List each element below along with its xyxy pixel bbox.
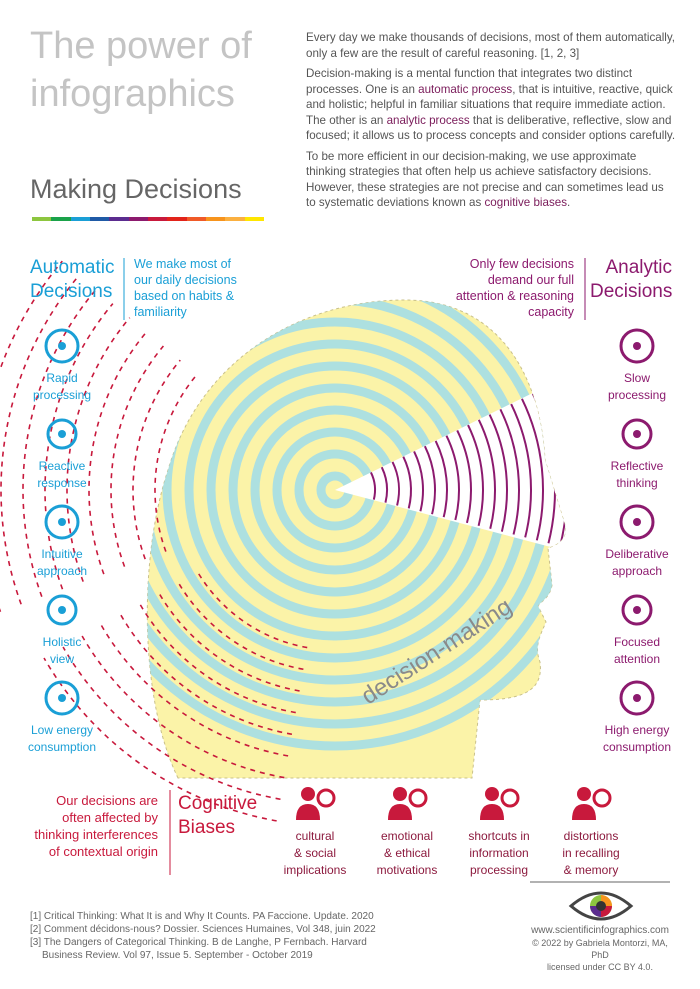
bias-arc (138, 602, 296, 714)
bias-arc (132, 359, 181, 560)
bias-arc (195, 569, 308, 649)
eye-logo-icon (568, 891, 634, 921)
analytic-arc (434, 440, 448, 518)
spiral-ring (147, 300, 566, 729)
analytic-arc (402, 456, 412, 509)
battery-plug-icon (614, 674, 660, 720)
automatic-desc: We make most of our daily decisions base… (134, 257, 237, 319)
analytic-arc (413, 450, 424, 512)
rainbow-divider (32, 217, 264, 221)
references: [1] Critical Thinking: What It is and Wh… (30, 911, 376, 961)
rainbow-segment (205, 217, 226, 221)
bias-arc (0, 260, 63, 612)
stopwatch-icon (39, 322, 85, 368)
analytic-arc (445, 435, 460, 521)
leaf-icon (39, 674, 85, 720)
antenna-icon (39, 498, 85, 544)
rainbow-segment (167, 217, 187, 221)
analytic-arc (510, 403, 532, 538)
credit: www.scientificinfographics.com© 2022 by … (531, 925, 669, 972)
person-gear-icon (476, 780, 522, 826)
person-heart-icon (384, 780, 430, 826)
bias-arc (81, 635, 285, 779)
rainbow-segment (147, 217, 168, 221)
rainbow-segment (109, 217, 129, 221)
cycle-arrows-icon (39, 586, 85, 632)
bias-arc (22, 288, 97, 597)
analytic-arc (521, 398, 544, 541)
rainbow-segment (70, 217, 90, 221)
rainbow-segment (186, 217, 206, 221)
analytic-arc (477, 419, 496, 529)
analytic-arc (380, 466, 388, 503)
rainbow-segment (32, 217, 52, 221)
rainbow-segment (128, 217, 148, 221)
bias-arc (110, 345, 165, 567)
bias-arc (0, 274, 80, 605)
group-people-icon (292, 780, 338, 826)
rainbow-segment (244, 217, 264, 221)
clock-icon (614, 322, 660, 368)
thought-spiral (147, 300, 566, 751)
analytic-arc (564, 377, 566, 553)
person-thought-icon (568, 780, 614, 826)
target-icon (614, 586, 660, 632)
intro-text: Every day we make thousands of decisions… (306, 31, 676, 209)
bias-arc (157, 591, 300, 692)
bias-arc (154, 373, 198, 552)
analytic-arc (488, 414, 508, 532)
cloud-lightning-icon (39, 410, 85, 456)
rainbow-segment (51, 217, 71, 221)
analytic-arc (423, 445, 436, 515)
scales-icon (614, 498, 660, 544)
analytic-arc (499, 408, 520, 535)
analytic-arc (467, 424, 484, 527)
bias-arc (88, 331, 148, 575)
rainbow-segment (89, 217, 110, 221)
analytic-arc (456, 429, 472, 524)
spiral-ring (147, 300, 566, 751)
biases-desc: Our decisions are often affected by thin… (34, 793, 158, 859)
analytic-arc (370, 472, 376, 500)
analytic-arc (391, 461, 400, 506)
rainbow-segment (225, 217, 245, 221)
bias-arc (100, 624, 289, 757)
subtitle: Making Decisions (30, 174, 242, 204)
analytic-desc: Only few decisions demand our full atten… (455, 257, 574, 319)
lightbulb-icon (614, 410, 660, 456)
bias-arc (43, 657, 277, 822)
